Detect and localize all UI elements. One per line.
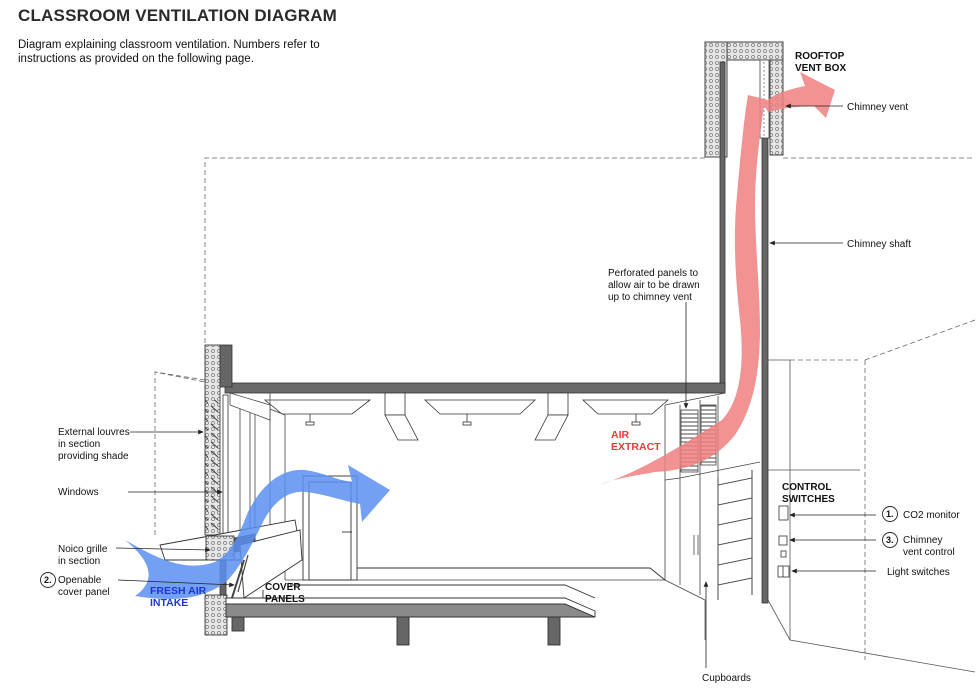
chimney-vent-label: Chimney vent [847, 102, 908, 113]
cover-panels-label-2: PANELS [265, 594, 305, 605]
air-extract-label: AIR [611, 429, 630, 441]
floor-slab [225, 567, 666, 646]
rooftop-vent-box-label: ROOFTOP [795, 51, 845, 62]
chimney-shaft [704, 41, 784, 604]
control-switches-label: CONTROL [782, 482, 831, 493]
ceiling-slab [224, 382, 726, 441]
chimney-vent-control-label-2: vent control [903, 547, 955, 558]
external-louvres-label-3: providing shade [58, 451, 129, 462]
number-2-text: 2. [44, 575, 52, 585]
cover-panels-label: COVER [265, 582, 301, 593]
windows-label: Windows [58, 487, 99, 498]
air-extract-label-2: EXTRACT [611, 441, 661, 453]
external-louvres-label: External louvres [58, 427, 130, 438]
fresh-air-label-2: INTAKE [150, 597, 188, 609]
shaft-ladder [717, 470, 753, 600]
fresh-air-arrow [125, 465, 390, 599]
context-outline [154, 157, 976, 660]
number-2-badge [40, 572, 56, 588]
perforated-panels-label: Perforated panels to [608, 268, 698, 279]
side-wall [704, 359, 976, 673]
page-subtitle: Diagram explaining classroom ventilation… [18, 39, 320, 65]
control-switches-label-2: SWITCHES [782, 494, 835, 505]
co2-monitor-label: CO2 monitor [903, 510, 960, 521]
openable-cover-label: Openable [58, 575, 102, 586]
chimney-vent-control-label: Chimney [903, 535, 942, 546]
perforated-panels-label-3: up to chimney vent [608, 292, 692, 303]
external-louvres-label-2: in section [58, 439, 100, 450]
rooftop-vent-box-label-2: VENT BOX [795, 63, 846, 74]
light-switches-label: Light switches [887, 567, 950, 578]
ceiling-lights [263, 399, 670, 426]
perforated-panels-label-2: allow air to be drawn [608, 280, 700, 291]
page-title: CLASSROOM VENTILATION DIAGRAM [18, 6, 338, 25]
fresh-air-label: FRESH AIR [150, 585, 207, 597]
number-3-text: 3. [886, 535, 894, 545]
noico-grille-label-2: in section [58, 556, 100, 567]
number-1-badge [882, 506, 898, 522]
number-3-badge [882, 532, 898, 548]
chimney-shaft-label: Chimney shaft [847, 239, 911, 250]
openable-cover-label-2: cover panel [58, 587, 110, 598]
switch-plates [777, 505, 790, 578]
leader-lines [115, 103, 876, 668]
noico-grille-label: Noico grille [58, 544, 108, 555]
cupboards-label: Cupboards [702, 673, 751, 684]
number-1-text: 1. [886, 509, 894, 519]
